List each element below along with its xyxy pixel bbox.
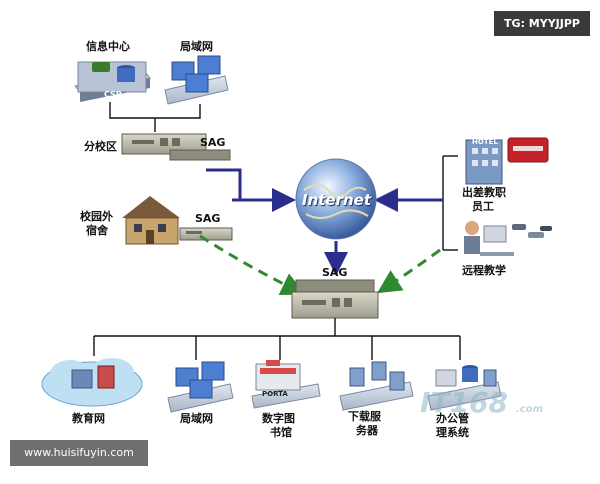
- label-hotel: HOTEL: [472, 138, 498, 146]
- computer-icon: [197, 55, 221, 75]
- server-icon: [483, 369, 497, 387]
- server-icon: [349, 367, 365, 387]
- hotel-building-icon: [465, 139, 503, 185]
- tg-badge: TG: MYYJJPP: [494, 11, 590, 36]
- label-lan-bottom: 局域网: [180, 412, 213, 425]
- label-library-line1: 数字图: [262, 412, 295, 425]
- central-sag-device: [291, 279, 379, 319]
- remote-teacher-icon: [464, 221, 514, 256]
- server-icon: [389, 371, 405, 391]
- label-internet: Internet: [302, 191, 372, 209]
- label-csp: CSP: [104, 90, 122, 99]
- vpn-arrow-dorm: [199, 234, 306, 296]
- label-porta: PORTA: [262, 390, 288, 398]
- watermark-sub: .com: [516, 404, 544, 415]
- label-office-line1: 办公管: [436, 412, 469, 425]
- right-bracket-lines: [374, 155, 458, 251]
- label-branch-campus: 分校区: [84, 140, 117, 153]
- hotel-card-icon: [507, 137, 549, 163]
- label-sag-branch: SAG: [200, 136, 226, 149]
- remote-devices-icon: [512, 224, 552, 238]
- arrow-branch-connector: [206, 168, 242, 200]
- label-info-center: 信息中心: [86, 40, 130, 53]
- label-sag-dorm: SAG: [195, 212, 221, 225]
- computer-icon: [185, 73, 209, 93]
- url-badge: www.huisifuyin.com: [10, 440, 148, 466]
- label-library-line2: 书馆: [270, 426, 292, 439]
- label-offcampus-line2: 宿舍: [86, 224, 108, 237]
- label-download-line1: 下载服: [348, 410, 381, 423]
- label-remote-teaching: 远程教学: [462, 264, 506, 277]
- office-system-node: [427, 365, 502, 411]
- label-sag-central: SAG: [322, 266, 348, 279]
- digital-library-node: [251, 360, 321, 409]
- server-icon: [371, 361, 387, 381]
- internet-globe: [295, 158, 377, 240]
- server-icon: [97, 365, 115, 389]
- label-business-trip-line2: 员工: [472, 200, 494, 213]
- top-links: [109, 102, 201, 132]
- router-icon: [92, 62, 110, 72]
- vpn-arrow-remote: [376, 248, 441, 294]
- computer-icon: [435, 369, 457, 387]
- label-download-line2: 务器: [356, 424, 378, 437]
- branch-sag-device: [121, 133, 231, 161]
- label-office-line2: 理系统: [436, 426, 469, 439]
- computer-icon: [71, 369, 93, 389]
- label-offcampus-line1: 校园外: [80, 210, 113, 223]
- computer-icon: [189, 379, 213, 399]
- watermark-main: IT168: [420, 386, 508, 419]
- dorm-house-icon: [122, 196, 180, 245]
- computer-icon: [201, 361, 225, 381]
- label-lan-top: 局域网: [180, 40, 213, 53]
- lan-bottom-node: [167, 361, 234, 413]
- info-center-node: [74, 61, 151, 102]
- bottom-bus-lines: [93, 318, 461, 360]
- education-net-cloud: [41, 358, 143, 407]
- label-business-trip-line1: 出差教职: [462, 186, 506, 199]
- lan-top-node: [164, 55, 229, 105]
- portal-screen: [255, 363, 301, 391]
- label-education-net: 教育网: [72, 412, 105, 425]
- download-server-node: [339, 361, 414, 411]
